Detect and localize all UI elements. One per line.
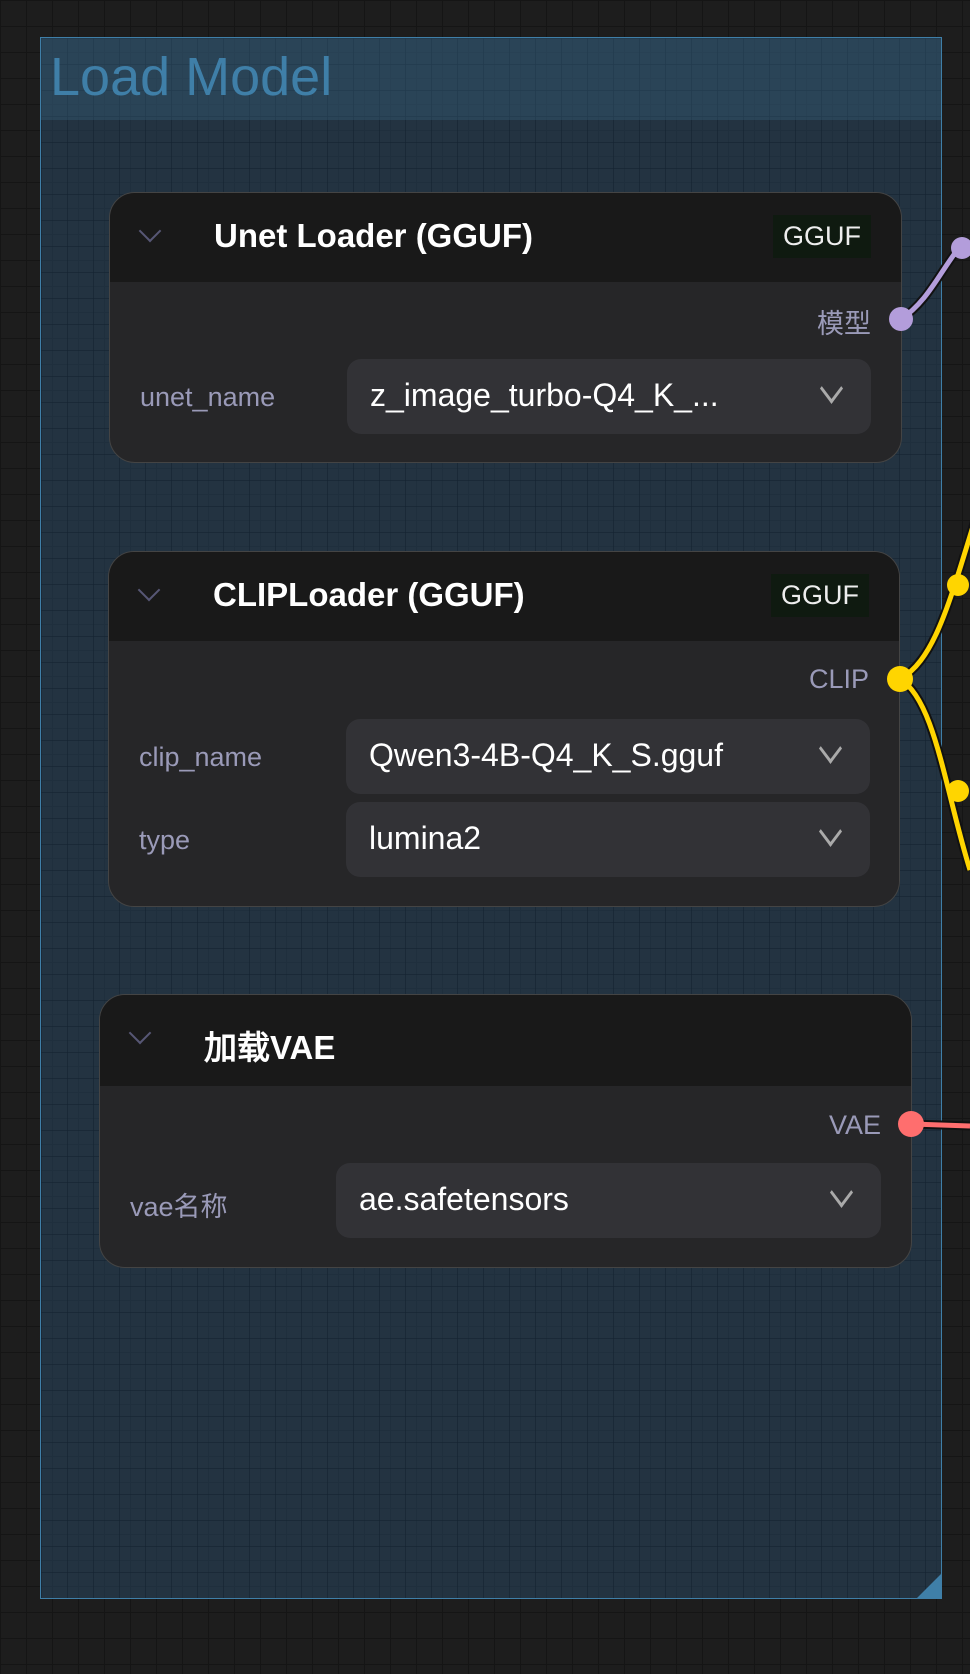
chevron-down-icon xyxy=(829,1177,854,1208)
link-clip xyxy=(898,527,970,682)
output-slot-clip[interactable] xyxy=(886,665,914,693)
node-header[interactable]: 加载VAE xyxy=(100,995,911,1086)
combo-value: Qwen3-4B-Q4_K_S.gguf xyxy=(369,737,723,773)
collapse-chevron-icon[interactable] xyxy=(138,219,162,243)
link-midpoint xyxy=(947,574,969,596)
collapse-chevron-icon[interactable] xyxy=(137,578,161,602)
node-badge: GGUF xyxy=(773,215,871,258)
output-label: VAE xyxy=(828,1110,881,1140)
node-load-vae[interactable]: 加载VAE VAE vae名称 ae.safetensors xyxy=(99,994,912,1268)
vae-name-combo[interactable]: ae.safetensors xyxy=(336,1163,881,1238)
group-header[interactable]: Load Model xyxy=(41,38,941,120)
node-title: Unet Loader (GGUF) xyxy=(214,217,533,254)
node-header[interactable]: CLIPLoader (GGUF) GGUF xyxy=(109,552,899,641)
unet-name-combo[interactable]: z_image_turbo-Q4_K_... xyxy=(347,359,871,434)
group-title: Load Model xyxy=(50,47,333,107)
node-title: 加载VAE xyxy=(204,1029,336,1066)
link-clip xyxy=(898,676,970,871)
chevron-down-icon xyxy=(819,373,844,404)
chevron-down-icon xyxy=(818,816,843,847)
output-label: 模型 xyxy=(817,309,871,339)
chevron-down-icon xyxy=(818,733,843,764)
collapse-chevron-icon[interactable] xyxy=(128,1021,152,1045)
widget-label: unet_name xyxy=(140,382,276,412)
widget-label: type xyxy=(139,825,191,855)
type-combo[interactable]: lumina2 xyxy=(346,802,870,877)
widget-label: vae名称 xyxy=(130,1192,228,1222)
node-header[interactable]: Unet Loader (GGUF) GGUF xyxy=(110,193,901,282)
node-clip-loader[interactable]: CLIPLoader (GGUF) GGUF CLIP clip_name Qw… xyxy=(108,551,900,907)
node-badge: GGUF xyxy=(771,574,869,617)
output-slot-vae[interactable] xyxy=(897,1110,925,1138)
combo-value: lumina2 xyxy=(369,820,482,856)
combo-value: z_image_turbo-Q4_K_... xyxy=(370,377,719,413)
widget-label: clip_name xyxy=(139,742,263,772)
node-unet-loader[interactable]: Unet Loader (GGUF) GGUF 模型 unet_name z_i… xyxy=(109,192,902,463)
link-midpoint xyxy=(951,237,970,259)
output-label: CLIP xyxy=(808,664,869,694)
output-slot-model[interactable] xyxy=(888,306,914,332)
clip-name-combo[interactable]: Qwen3-4B-Q4_K_S.gguf xyxy=(346,719,870,794)
link-midpoint xyxy=(947,780,969,802)
node-title: CLIPLoader (GGUF) xyxy=(213,576,525,613)
combo-value: ae.safetensors xyxy=(359,1181,569,1217)
group-resize-handle[interactable] xyxy=(917,1574,941,1598)
